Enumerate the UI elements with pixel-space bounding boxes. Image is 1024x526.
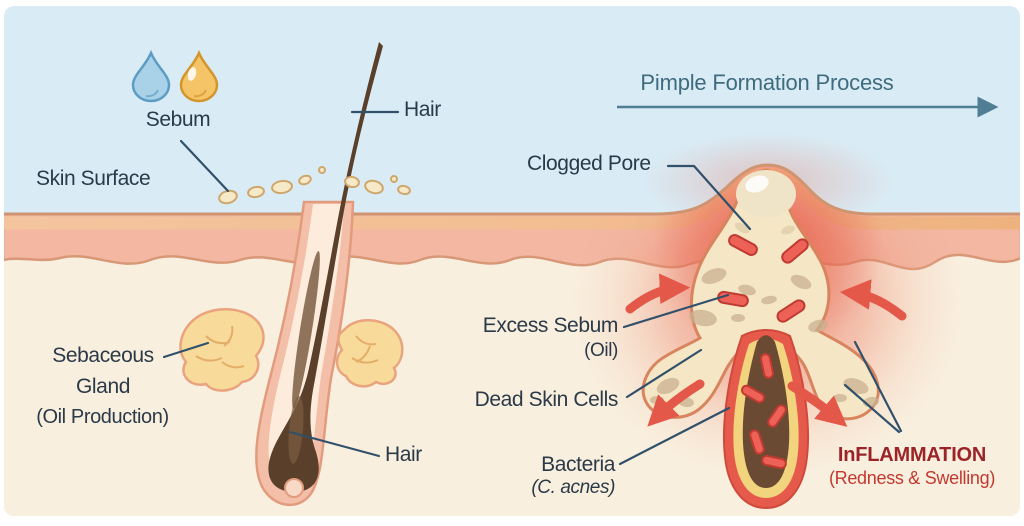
dermal-papilla (284, 478, 304, 498)
hair-label-top: Hair (404, 98, 441, 121)
sebaceous-gland-label: Sebaceous Gland (52, 344, 154, 398)
sebum-leader-line (179, 139, 230, 193)
inflammation-sub-label: (Redness & Swelling) (828, 468, 996, 488)
healthy-follicle-section (179, 42, 411, 507)
swelling-arrow-lower-right (787, 381, 848, 427)
hair-label-bottom: Hair (385, 443, 422, 466)
inflammation-arrows (625, 273, 907, 427)
oil-droplet-highlight (187, 67, 197, 81)
hair-highlight (292, 250, 320, 410)
hair-bulb-highlight (288, 396, 304, 464)
water-droplet-icon (131, 49, 171, 103)
bacteria-sub-label: (C. acnes) (531, 477, 615, 498)
inflammation-leader-line-1 (853, 340, 903, 433)
excess-sebum-sub-label: (Oil) (584, 340, 618, 361)
oil-production-label: (Oil Production) (36, 406, 169, 428)
hair-bottom-leader-line (288, 430, 381, 458)
inflammation-label: InFLAMMATION (837, 444, 987, 466)
sebum-droplet-icons (131, 49, 219, 103)
sebaceous-gland-left (179, 308, 265, 392)
leader-lines (162, 110, 903, 466)
whitehead-shine (745, 175, 769, 193)
sebaceous-gland-right (335, 319, 404, 388)
clogged-pore-leader-line (666, 164, 752, 231)
hair-shaft (268, 42, 383, 492)
bacteria-label: Bacteria (541, 453, 615, 476)
diagram-title: Pimple Formation Process (640, 70, 894, 95)
swelling-arrow-upper-left (625, 273, 691, 314)
swelling-arrow-upper-right (839, 279, 907, 321)
surface-sebum-blobs (218, 166, 411, 205)
excess-sebum-leader-line (622, 293, 730, 329)
pimple-section (625, 168, 907, 510)
inflammation-leader-line-2 (843, 383, 901, 434)
sebaceous-gland-leader-line (162, 341, 210, 359)
dead-skin-cells-label: Dead Skin Cells (474, 388, 619, 411)
clogged-pore-label: Clogged Pore (527, 152, 651, 175)
skin-surface-label: Skin Surface (36, 167, 151, 190)
water-droplet-shine (145, 89, 159, 98)
excess-sebum-label: Excess Sebum (482, 314, 619, 337)
sebum-label: Sebum (145, 108, 211, 131)
oil-droplet-shine (193, 89, 207, 98)
bacteria-leader-line (618, 406, 731, 466)
dead-skin-cells-leader-line (625, 348, 703, 399)
swelling-arrow-lower-left (647, 379, 705, 427)
oil-droplet-icon (179, 49, 219, 103)
framed-scene (4, 6, 1020, 516)
